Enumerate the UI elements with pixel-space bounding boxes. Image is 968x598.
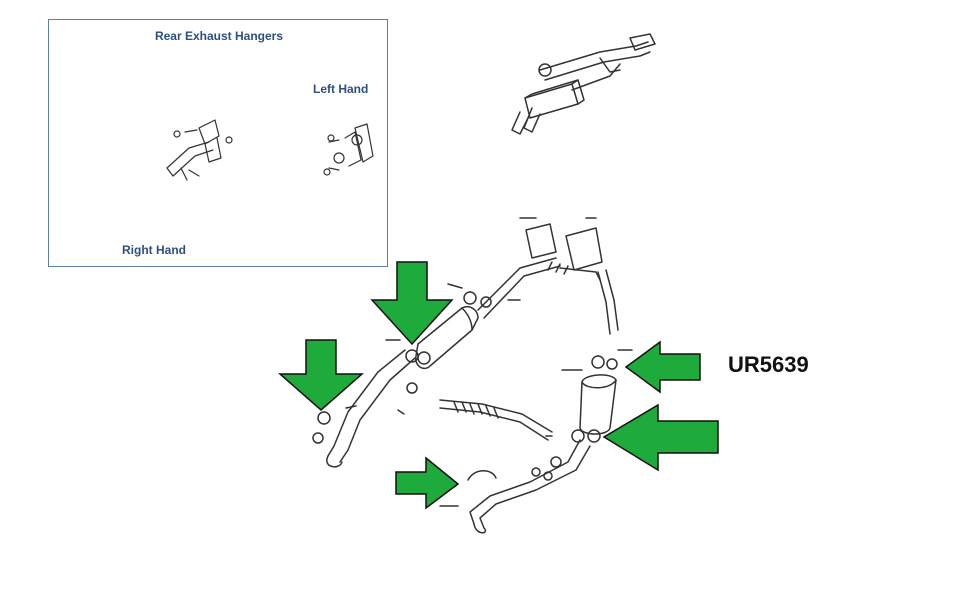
arrow-left-rear-lower [602,403,719,472]
main-exhaust-drawing [312,217,633,534]
arrow-left-rear-upper [624,340,701,394]
right-hand-hanger-drawing [166,119,233,181]
hanger-illustrations [166,119,374,181]
part-number: UR5639 [728,352,809,377]
rear-silencer-assembly-illustration [511,33,656,135]
arrow-down-center [370,261,454,346]
arrow-down-front-left [278,339,364,411]
rear-exhaust-hangers-inset: Rear Exhaust Hangers Left Hand Right Han… [48,19,388,267]
arrow-right-lower-pipe [395,456,460,510]
right-hand-label: Right Hand [122,243,186,257]
left-hand-hanger-drawing [323,123,374,176]
left-hand-label: Left Hand [313,82,369,96]
inset-title: Rear Exhaust Hangers [154,29,284,43]
